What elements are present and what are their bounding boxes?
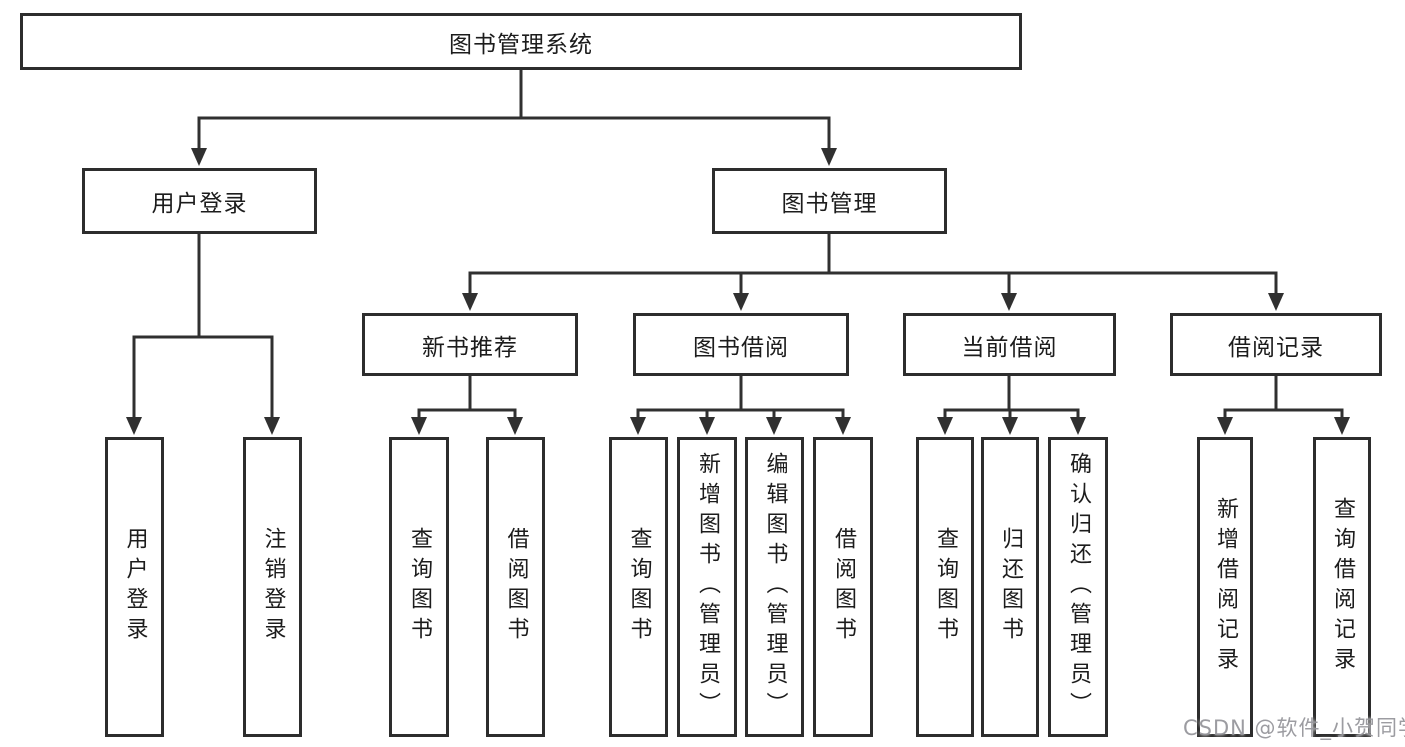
arrowhead-ul-2 (264, 417, 280, 435)
node-user-login: 用户登录 (82, 168, 317, 234)
node-new-book-recommendation: 新书推荐 (362, 313, 578, 376)
arrowhead-cb-3 (1070, 417, 1086, 435)
arrowhead-bb-4 (835, 417, 851, 435)
arrowhead-records (1268, 293, 1284, 311)
node-query-books-borrow: 查询图书 (609, 437, 668, 737)
node-borrow-books-recommend: 借阅图书 (486, 437, 545, 737)
arrowhead-newbook (462, 293, 478, 311)
node-add-books-admin: 新增图书（管理员） (677, 437, 737, 737)
arrowhead-nb-1 (411, 417, 427, 435)
node-query-books-current: 查询图书 (916, 437, 974, 737)
node-return-books: 归还图书 (981, 437, 1039, 737)
arrowhead-br-2 (1334, 417, 1350, 435)
arrowhead-ul-1 (126, 417, 142, 435)
arrowhead-bb-2 (699, 417, 715, 435)
node-current-borrowing: 当前借阅 (903, 313, 1116, 376)
arrowhead-bb-1 (630, 417, 646, 435)
node-borrowing-records: 借阅记录 (1170, 313, 1382, 376)
node-user-login-leaf: 用户登录 (105, 437, 164, 737)
arrowhead-cb-1 (937, 417, 953, 435)
node-add-borrow-record: 新增借阅记录 (1197, 437, 1253, 737)
arrowhead-cb-2 (1002, 417, 1018, 435)
node-borrow-books-leaf: 借阅图书 (813, 437, 873, 737)
arrowhead-book-mgmt (821, 148, 837, 166)
csdn-watermark: CSDN @软件_小贺同学 (1183, 716, 1405, 740)
node-query-borrow-record: 查询借阅记录 (1313, 437, 1371, 737)
arrowhead-bb-3 (766, 417, 782, 435)
node-confirm-return-admin: 确认归还（管理员） (1048, 437, 1108, 737)
arrowhead-br-1 (1217, 417, 1233, 435)
arrowhead-user-login (191, 148, 207, 166)
arrowhead-current (1001, 293, 1017, 311)
arrowhead-nb-2 (507, 417, 523, 435)
arrowhead-bookborrow (733, 293, 749, 311)
node-logout-leaf: 注销登录 (243, 437, 302, 737)
node-query-books-recommend: 查询图书 (389, 437, 449, 737)
node-edit-books-admin: 编辑图书（管理员） (745, 437, 804, 737)
node-book-borrowing: 图书借阅 (633, 313, 849, 376)
node-library-management-system: 图书管理系统 (20, 13, 1022, 70)
node-book-management: 图书管理 (712, 168, 947, 234)
